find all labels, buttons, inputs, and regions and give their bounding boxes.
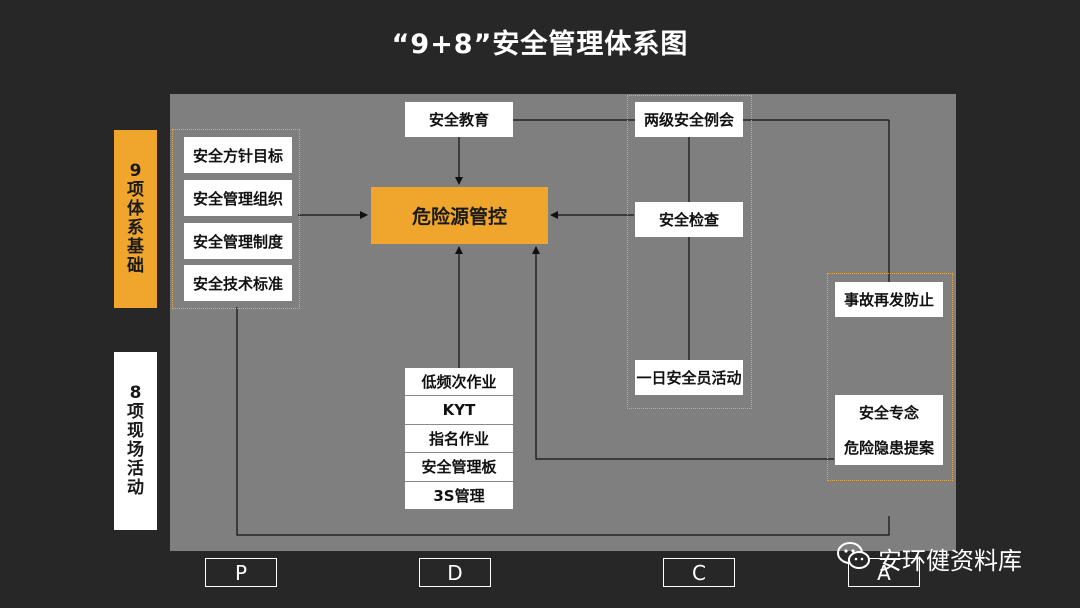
activities-stack: 低频次作业 KYT 指名作业 安全管理板 3S管理 [405,368,513,509]
foundation-char: 体 [127,199,144,219]
feedback-arrow [532,246,834,460]
daily-activity-box: 一日安全员活动 [635,360,743,395]
activity-item: 低频次作业 [405,368,513,397]
diagram-panel [170,94,956,551]
foundation-number: 9 [129,161,142,181]
education-box: 安全教育 [405,102,513,137]
hazard-control-box: 危险源管控 [371,187,548,244]
activities-char: 现 [127,421,144,441]
pdca-act: A [848,558,920,587]
pdca-do: D [419,558,491,587]
activities-sidebar: 8 项 现 场 活 动 [114,352,157,530]
prevention-box: 事故再发防止 [835,282,943,317]
diagram-title: “9+8”安全管理体系图 [391,29,689,60]
activities-char: 场 [127,440,144,460]
foundation-sidebar: 9 项 体 系 基 础 [114,130,157,308]
activities-char: 活 [127,459,144,479]
check-group [627,95,752,409]
foundation-char: 项 [127,180,144,200]
activities-char: 项 [127,402,144,422]
foundation-group [172,129,300,309]
wechat-icon [836,541,872,575]
foundation-item: 安全技术标准 [184,265,292,301]
activities-number: 8 [129,383,142,403]
activity-item: KYT [405,396,513,425]
activity-item: 安全管理板 [405,453,513,482]
meeting-box: 两级安全例会 [635,102,743,137]
foundation-char: 基 [127,237,144,257]
activities-char: 动 [127,478,144,498]
watermark: 安环健资料库 [836,540,1022,576]
activity-item: 3S管理 [433,486,485,505]
foundation-item: 安全管理组织 [184,180,292,216]
prevention-group [827,273,953,481]
watermark-text: 安环健资料库 [878,546,1022,575]
pdca-check: C [663,558,735,587]
foundation-char: 础 [127,256,144,276]
talk-item: 危险隐患提案 [843,439,934,457]
foundation-char: 系 [127,218,144,238]
activity-item: 指名作业 [405,425,513,454]
foundation-item: 安全管理制度 [184,223,292,259]
talk-stack: 安全专念 危险隐患提案 [835,395,943,465]
foundation-item: 安全方针目标 [184,137,292,173]
outer-loop-line [236,307,890,536]
pdca-plan: P [205,558,277,587]
inspection-box: 安全检查 [635,202,743,237]
talk-item: 安全专念 [858,404,919,422]
